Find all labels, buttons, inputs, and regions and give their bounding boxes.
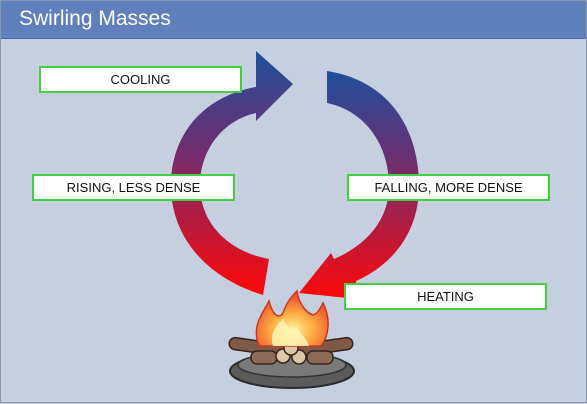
- falling-arrow: [299, 71, 419, 299]
- label-cooling-text: COOLING: [110, 72, 171, 87]
- label-rising-text: RISING, LESS DENSE: [66, 180, 201, 195]
- label-falling-text: FALLING, MORE DENSE: [374, 180, 523, 195]
- page-title: Swirling Masses: [19, 7, 171, 30]
- label-rising: RISING, LESS DENSE: [32, 174, 235, 201]
- label-heating-text: HEATING: [417, 289, 474, 304]
- campfire-icon: [228, 289, 355, 389]
- label-falling: FALLING, MORE DENSE: [347, 174, 550, 201]
- rising-arrow: [170, 51, 293, 295]
- label-heating: HEATING: [344, 283, 547, 310]
- title-bar: Swirling Masses: [1, 1, 586, 39]
- label-cooling: COOLING: [39, 66, 242, 93]
